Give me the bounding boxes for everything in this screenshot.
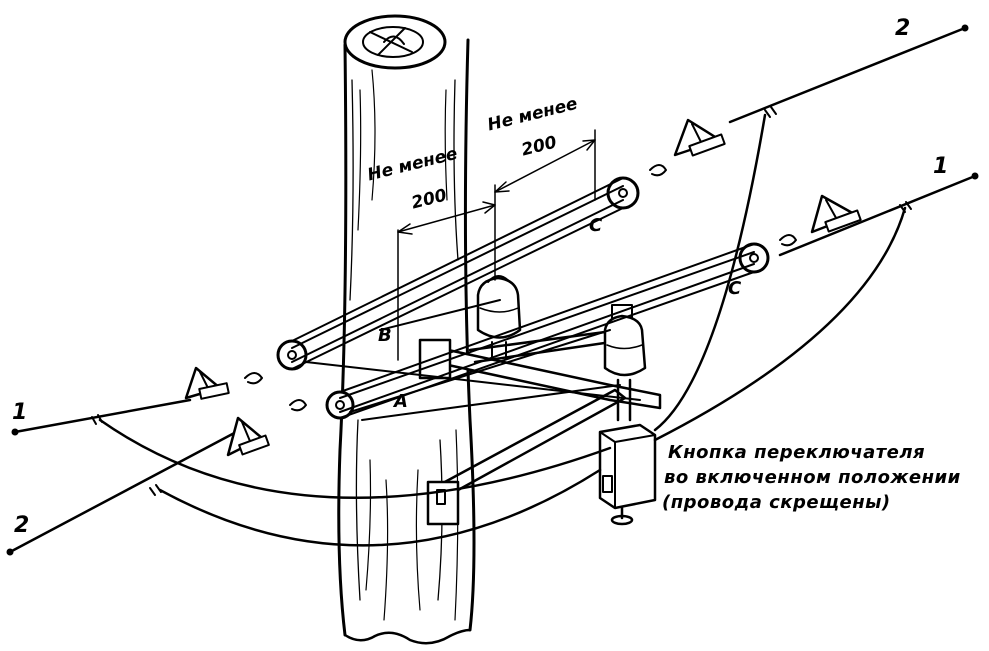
strain-clamp-right-lower [810,194,862,234]
caption-line-3: (провода скрещены) [662,492,891,513]
crossing-rods [305,299,641,421]
rod-bundle-upper [291,177,624,370]
wooden-pole [337,14,476,645]
dimension-lines [397,129,596,361]
wire-1 [11,172,979,436]
caption-line-2: во включенном положении [664,467,961,488]
strain-clamp-right-upper [673,118,726,157]
dropper-wires [98,113,907,547]
wire-2-left-label: 2 [14,513,30,538]
switch-box [598,423,657,526]
wire-1-right-label: 1 [933,154,949,179]
wire-2-right-label: 2 [895,16,911,41]
insulator-right [603,304,647,422]
point-b-label: В [378,325,392,346]
caption-line-1: Кнопка переключателя [668,442,926,463]
point-a-label: А [394,391,408,412]
wire-1-left-label: 1 [12,400,28,425]
strain-clamp-left-lower [226,416,270,457]
point-c-upper-label: С [589,215,603,236]
strain-clamp-left-upper [184,366,230,400]
point-c-lower-label: С [728,278,742,299]
insulator-left [476,275,522,359]
